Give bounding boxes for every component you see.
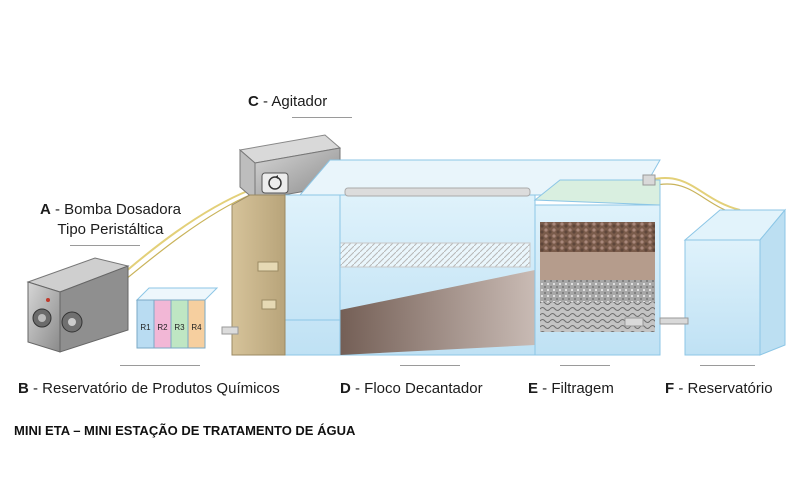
label-a-line1: - Bomba Dosadora <box>50 201 181 218</box>
label-f-text: - Reservatório <box>674 380 773 397</box>
label-b-text: - Reservatório de Produtos Químicos <box>28 380 280 397</box>
leader-a <box>70 245 140 246</box>
filter-column <box>533 174 661 356</box>
label-f: F - Reservatório <box>665 380 773 397</box>
label-a-line2: Tipo Peristáltica <box>57 221 164 238</box>
reservoir-frame-top <box>135 287 219 301</box>
label-c-text: - Agitador <box>258 93 328 110</box>
leader-c <box>292 117 352 118</box>
label-c-letter: C <box>248 93 259 110</box>
agitator-motor <box>238 134 342 202</box>
final-reservoir <box>659 208 787 356</box>
label-e-letter: E <box>528 380 539 397</box>
leader-f <box>700 365 755 366</box>
label-c: C - Agitador <box>248 93 327 110</box>
reagent-tube <box>187 299 206 349</box>
chemical-reservoirs: R1 R2 R3 R4 <box>135 287 219 349</box>
mixing-chamber <box>221 194 286 356</box>
leader-e <box>560 365 610 366</box>
label-e: E - Filtragem <box>528 380 614 397</box>
label-f-letter: F <box>665 380 675 397</box>
label-d-text: - Floco Decantador <box>350 380 483 397</box>
label-d: D - Floco Decantador <box>340 380 483 397</box>
reagent-tube-label: R2 <box>157 323 168 332</box>
reagent-tube-label: R4 <box>191 323 202 332</box>
label-a-letter: A <box>40 201 51 218</box>
label-d-letter: D <box>340 380 351 397</box>
reagent-tube-label: R1 <box>140 323 151 332</box>
leader-d <box>400 365 460 366</box>
label-b: B - Reservatório de Produtos Químicos <box>18 380 280 397</box>
leader-b <box>120 365 200 366</box>
label-e-text: - Filtragem <box>538 380 614 397</box>
peristaltic-pump <box>26 257 130 353</box>
reagent-tube-label: R3 <box>174 323 185 332</box>
label-b-letter: B <box>18 380 29 397</box>
label-a: A - Bomba Dosadora Tipo Peristáltica <box>40 200 181 240</box>
footer-title: MINI ETA – MINI ESTAÇÃO DE TRATAMENTO DE… <box>14 423 356 438</box>
